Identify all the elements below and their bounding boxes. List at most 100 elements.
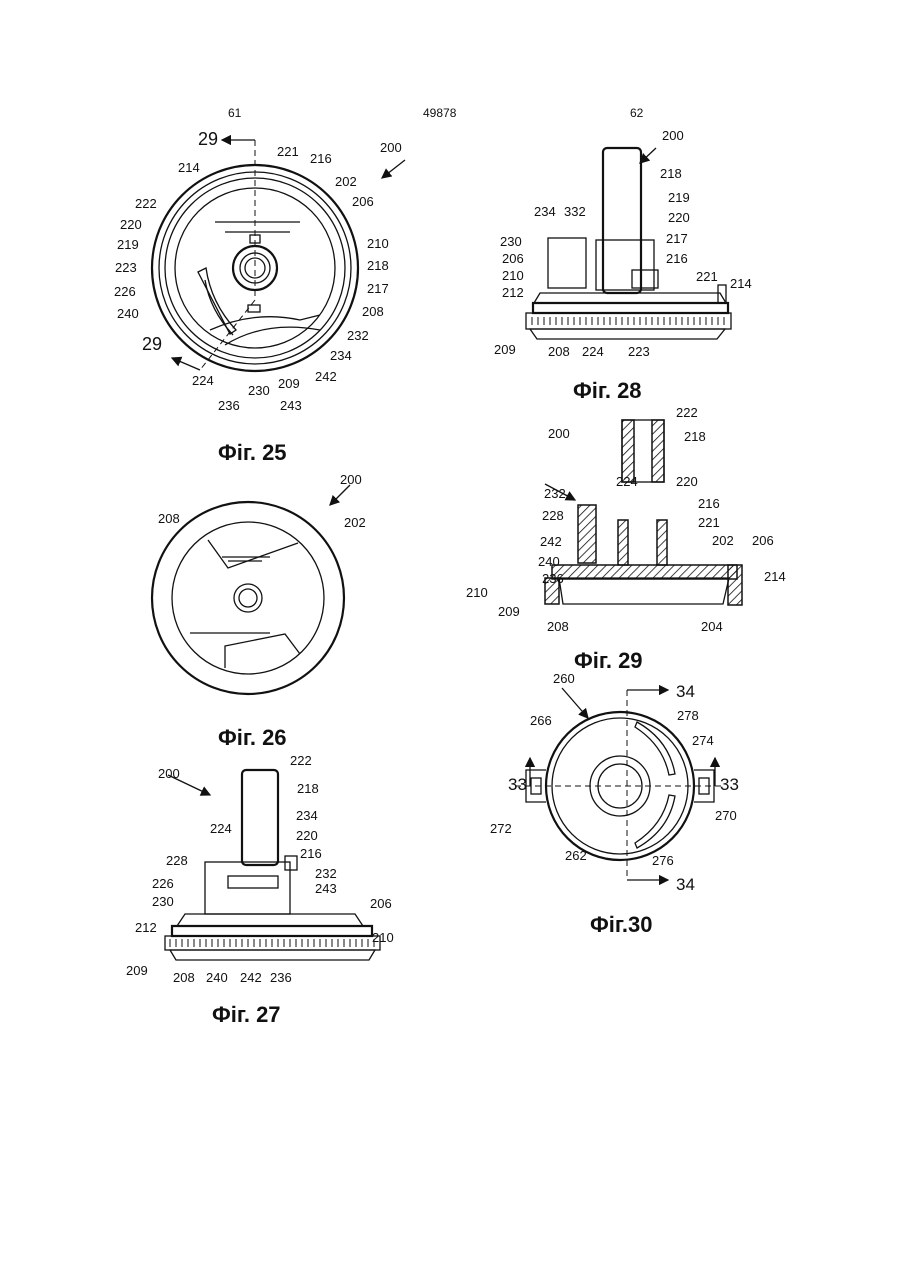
fig25-reference-numeral: 224	[192, 373, 214, 388]
fig28-reference-numeral: 216	[666, 251, 688, 266]
fig25-reference-numeral: 209	[278, 376, 300, 391]
fig25-reference-numeral: 202	[335, 174, 357, 189]
fig30-reference-numeral: 34	[676, 875, 695, 894]
fig30-reference-numeral: 276	[652, 853, 674, 868]
fig26-reference-numeral: 208	[158, 511, 180, 526]
fig25-reference-numeral: 230	[248, 383, 270, 398]
fig27-reference-numeral: 208	[173, 970, 195, 985]
fig28-reference-numeral: 332	[564, 204, 586, 219]
fig27-reference-numeral: 224	[210, 821, 232, 836]
fig29-reference-numeral: 208	[547, 619, 569, 634]
fig26-reference-numeral: 202	[344, 515, 366, 530]
fig29-reference-numeral: 221	[698, 515, 720, 530]
fig29-reference-numeral: 216	[698, 496, 720, 511]
fig29-reference-numeral: 202	[712, 533, 734, 548]
fig27-reference-numeral: 243	[315, 881, 337, 896]
fig28-reference-numeral: 212	[502, 285, 524, 300]
fig27-reference-numeral: 212	[135, 920, 157, 935]
fig29-reference-numeral: 209	[498, 604, 520, 619]
fig25-reference-numeral: 242	[315, 369, 337, 384]
fig28-reference-numeral: 234	[534, 204, 556, 219]
fig27-reference-numeral: 232	[315, 866, 337, 881]
fig30-caption: Фіг.30	[590, 912, 652, 937]
fig25-reference-numeral: 208	[362, 304, 384, 319]
fig25-reference-numeral: 220	[120, 217, 142, 232]
figure-27	[165, 770, 380, 960]
fig25-reference-numeral: 221	[277, 144, 299, 159]
fig27-reference-numeral: 228	[166, 853, 188, 868]
fig29-reference-numeral: 242	[540, 534, 562, 549]
fig27-reference-numeral: 216	[300, 846, 322, 861]
fig27-reference-numeral: 242	[240, 970, 262, 985]
fig28-reference-numeral: 221	[696, 269, 718, 284]
fig27-reference-numeral: 234	[296, 808, 318, 823]
fig28-reference-numeral: 206	[502, 251, 524, 266]
figure-29	[545, 420, 742, 605]
fig28-reference-numeral: 217	[666, 231, 688, 246]
fig26-reference-numeral: 200	[340, 472, 362, 487]
fig25-reference-numeral: 240	[117, 306, 139, 321]
fig29-reference-numeral: 200	[548, 426, 570, 441]
fig30-reference-numeral: 34	[676, 682, 695, 701]
fig28-reference-numeral: 224	[582, 344, 604, 359]
fig27-reference-numeral: 218	[297, 781, 319, 796]
fig30-reference-numeral: 270	[715, 808, 737, 823]
fig30-reference-numeral: 266	[530, 713, 552, 728]
fig27-reference-numeral: 210	[372, 930, 394, 945]
fig27-reference-numeral: 230	[152, 894, 174, 909]
fig26-caption: Фіг. 26	[218, 725, 287, 750]
fig27-reference-numeral: 209	[126, 963, 148, 978]
fig25-reference-numeral: 232	[347, 328, 369, 343]
fig25-reference-numeral: 219	[117, 237, 139, 252]
fig29-reference-numeral: 240	[538, 554, 560, 569]
fig30-reference-numeral: 33	[720, 775, 739, 794]
fig28-reference-numeral: 219	[668, 190, 690, 205]
fig27-reference-numeral: 200	[158, 766, 180, 781]
fig25-reference-numeral: 218	[367, 258, 389, 273]
fig28-reference-numeral: 208	[548, 344, 570, 359]
fig25-reference-numeral: 236	[218, 398, 240, 413]
fig30-reference-numeral: 33	[508, 775, 527, 794]
fig28-reference-numeral: 223	[628, 344, 650, 359]
fig29-reference-numeral: 224	[616, 474, 638, 489]
fig29-reference-numeral: 210	[466, 585, 488, 600]
figure-26	[152, 485, 350, 694]
fig30-reference-numeral: 260	[553, 671, 575, 686]
fig28-reference-numeral: 214	[730, 276, 752, 291]
fig25-reference-numeral: 214	[178, 160, 200, 175]
fig27-reference-numeral: 240	[206, 970, 228, 985]
fig27-reference-numeral: 226	[152, 876, 174, 891]
fig25-reference-numeral: 243	[280, 398, 302, 413]
fig27-reference-numeral: 222	[290, 753, 312, 768]
fig25-reference-numeral: 217	[367, 281, 389, 296]
fig28-reference-numeral: 209	[494, 342, 516, 357]
fig25-reference-numeral: 223	[115, 260, 137, 275]
fig27-reference-numeral: 206	[370, 896, 392, 911]
fig29-reference-numeral: 236	[542, 571, 564, 586]
fig30-reference-numeral: 272	[490, 821, 512, 836]
figure-28	[526, 148, 731, 339]
fig27-reference-numeral: 236	[270, 970, 292, 985]
figure-28-labels: 2002182192343322202302172062162102212122…	[494, 128, 752, 359]
fig29-reference-numeral: 232	[544, 486, 566, 501]
fig25-reference-numeral: 234	[330, 348, 352, 363]
fig25-reference-numeral: 216	[310, 151, 332, 166]
fig27-caption: Фіг. 27	[212, 1002, 281, 1027]
fig25-section-label-top: 29	[198, 129, 218, 149]
fig27-reference-numeral: 220	[296, 828, 318, 843]
fig25-section-label-bottom: 29	[142, 334, 162, 354]
fig28-reference-numeral: 200	[662, 128, 684, 143]
fig28-reference-numeral: 210	[502, 268, 524, 283]
fig28-reference-numeral: 220	[668, 210, 690, 225]
fig30-reference-numeral: 274	[692, 733, 714, 748]
fig29-reference-numeral: 214	[764, 569, 786, 584]
fig29-caption: Фіг. 29	[574, 648, 643, 673]
fig25-reference-numeral: 226	[114, 284, 136, 299]
fig25-caption: Фіг. 25	[218, 440, 287, 465]
fig25-reference-numeral: 210	[367, 236, 389, 251]
fig30-reference-numeral: 262	[565, 848, 587, 863]
fig30-reference-numeral: 278	[677, 708, 699, 723]
fig29-reference-numeral: 220	[676, 474, 698, 489]
fig28-caption: Фіг. 28	[573, 378, 642, 403]
fig29-reference-numeral: 228	[542, 508, 564, 523]
